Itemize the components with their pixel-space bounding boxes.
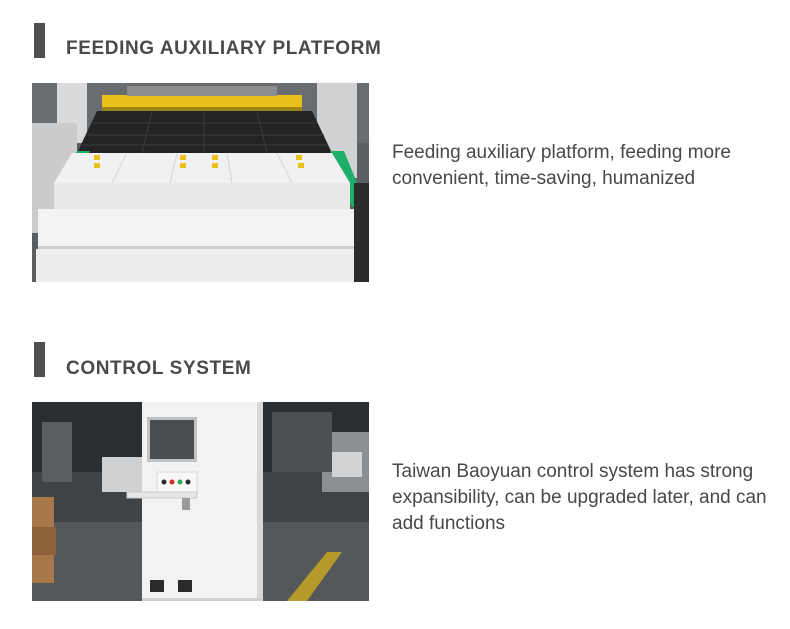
control-cabinet-photo xyxy=(32,402,369,601)
heading-accent-bar xyxy=(34,342,45,377)
section-title: CONTROL SYSTEM xyxy=(66,358,252,379)
section-description: Taiwan Baoyuan control system has strong… xyxy=(392,461,767,534)
feeding-platform-photo xyxy=(32,83,369,282)
heading-accent-bar xyxy=(34,23,45,58)
section-title: FEEDING AUXILIARY PLATFORM xyxy=(66,38,382,59)
section-description: Feeding auxiliary platform, feeding more… xyxy=(392,142,732,189)
feeding-platform-section: FEEDING AUXILIARY PLATFORM xyxy=(0,0,790,300)
control-system-section: CONTROL SYSTEM xyxy=(0,320,790,620)
